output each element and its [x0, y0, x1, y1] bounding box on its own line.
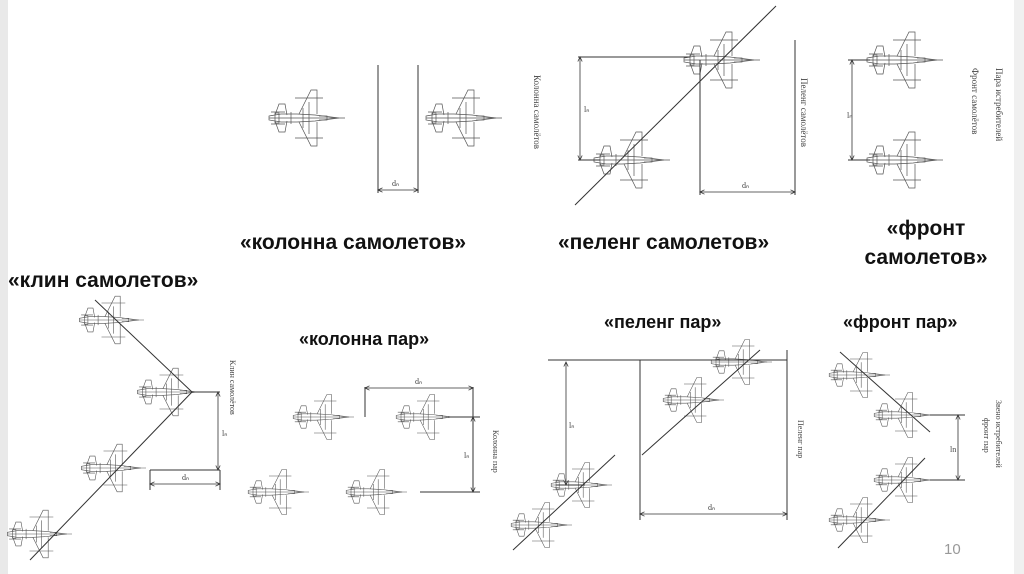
- fighter-jet-icon: [593, 131, 671, 189]
- dimension-arrow: [149, 481, 155, 487]
- fighter-jet-icon: [710, 339, 773, 385]
- front-pairs-diagram-label-1: Звено истребителей: [994, 400, 1003, 468]
- fighter-jet-icon: [292, 394, 355, 440]
- caption-front-aircraft: «фронт самолетов»: [864, 217, 988, 269]
- column-pairs-interval-label: lₙ: [464, 451, 469, 460]
- dimension-arrow: [470, 416, 476, 422]
- caption-echelon-aircraft: «пеленг самолетов»: [558, 231, 770, 254]
- fighter-jet-icon: [510, 502, 573, 548]
- dimension-arrow: [639, 511, 645, 517]
- fighter-jet-icon: [395, 394, 458, 440]
- front-aircraft-interval-label: lₙ: [847, 111, 852, 120]
- fighter-jet-icon: [873, 457, 936, 503]
- slide-left-edge: [0, 0, 8, 574]
- fighter-jet-icon: [345, 469, 408, 515]
- echelon-aircraft-distance-label: dₙ: [742, 181, 749, 190]
- dimension-arrow: [215, 465, 221, 471]
- fighter-jet-icon: [268, 89, 346, 147]
- dimension-arrow: [470, 487, 476, 493]
- fighter-jet-icon: [866, 31, 944, 89]
- fighter-jet-icon: [866, 131, 944, 189]
- wedge-diagonal: [29, 391, 193, 561]
- front-aircraft-diagram-label-2: Фронт самолётов: [970, 68, 980, 134]
- wedge-interval-label: lₙ: [222, 429, 227, 438]
- dimension-arrow: [468, 385, 474, 391]
- caption-column-aircraft: «колонна самолетов»: [240, 231, 467, 254]
- column-aircraft-diagram-label: Колонна самолётов: [532, 75, 542, 149]
- wedge-diagram-label: Клин самолётов: [228, 360, 237, 415]
- front-pairs-diagonal: [837, 457, 926, 549]
- dimension-arrow: [699, 189, 705, 195]
- fighter-jet-icon: [425, 89, 503, 147]
- echelon-aircraft-diagram-label: Пеленг самолётов: [799, 78, 809, 147]
- dimension-arrow: [377, 187, 383, 193]
- front-aircraft-diagram-label-1: Пара истребителей: [994, 68, 1004, 141]
- dimension-arrow: [955, 475, 961, 481]
- dimension-arrow: [563, 480, 569, 486]
- column-pairs-diagram-label: Колонна пар: [491, 430, 500, 473]
- fighter-jet-icon: [247, 469, 310, 515]
- front-pairs-diagonal: [839, 351, 931, 433]
- fighter-jet-icon: [81, 443, 147, 493]
- fighter-jet-icon: [662, 377, 725, 423]
- column-pairs-distance-label: dₙ: [415, 377, 422, 386]
- fighter-jet-icon: [828, 352, 891, 398]
- page-number: 10: [944, 541, 961, 558]
- caption-column-pairs: «колонна пар»: [299, 329, 430, 349]
- dimension-arrow: [577, 155, 583, 161]
- echelon-pairs-distance-label: dₙ: [708, 503, 715, 512]
- dimension-arrow: [577, 56, 583, 62]
- dimension-arrow: [364, 385, 370, 391]
- wedge-diagonal: [94, 299, 193, 393]
- dimension-arrow: [563, 361, 569, 367]
- echelon-aircraft-interval-label: lₙ: [584, 105, 589, 114]
- fighter-jet-icon: [873, 392, 936, 438]
- dimension-arrow: [413, 187, 419, 193]
- echelon-pairs-interval-label: lₙ: [569, 421, 574, 430]
- dimension-arrow: [955, 414, 961, 420]
- echelon-pairs-diagram-label: Пеленг пар: [796, 420, 805, 458]
- dimension-arrow: [849, 59, 855, 65]
- caption-front-pairs: «фронт пар»: [843, 312, 958, 332]
- front-pairs-interval-label: ln: [950, 445, 956, 454]
- slide-right-edge: [1014, 0, 1024, 574]
- caption-echelon-pairs: «пеленг пар»: [604, 312, 722, 332]
- wedge-distance-label: dₙ: [182, 473, 189, 482]
- echelon-aircraft-diagonal: [574, 5, 777, 206]
- dimension-arrow: [790, 189, 796, 195]
- dimension-arrow: [782, 511, 788, 517]
- dimension-arrow: [215, 391, 221, 397]
- caption-wedge-aircraft: «клин самолетов»: [8, 269, 199, 292]
- echelon-pairs-diagonal: [641, 349, 761, 456]
- front-pairs-diagram-label-2: фронт пар: [982, 418, 991, 453]
- dimension-arrow: [849, 155, 855, 161]
- dimension-arrow: [215, 481, 221, 487]
- column-aircraft-distance-label: dₙ: [392, 179, 399, 188]
- echelon-pairs-diagonal: [512, 454, 616, 551]
